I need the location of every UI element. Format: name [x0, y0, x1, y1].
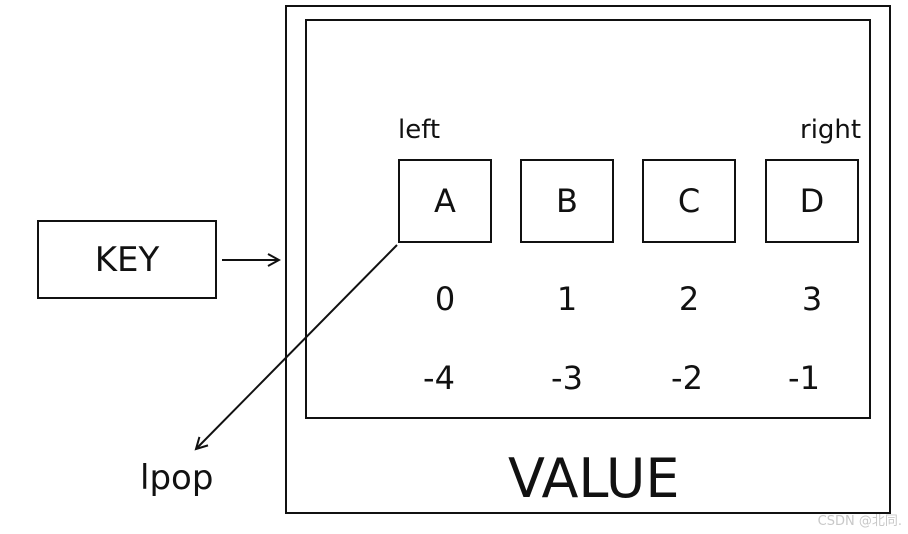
- node-label: B: [556, 182, 578, 220]
- index-positive-a: 0: [434, 280, 456, 318]
- index-positive-c: 2: [678, 280, 700, 318]
- list-node-d: D: [765, 159, 859, 243]
- list-node-c: C: [642, 159, 736, 243]
- index-negative-c: -2: [671, 359, 703, 397]
- lpop-label: lpop: [140, 458, 214, 498]
- node-label: A: [434, 182, 456, 220]
- value-container: [285, 5, 891, 514]
- index-negative-d: -1: [788, 359, 820, 397]
- right-end-label: right: [800, 115, 862, 145]
- lpop-arrow: [196, 244, 398, 449]
- key-label: KEY: [94, 239, 160, 280]
- node-label: C: [677, 182, 701, 220]
- left-end-label: left: [398, 115, 441, 145]
- index-negative-a: -4: [423, 359, 455, 397]
- key-box: KEY: [37, 220, 217, 299]
- node-label: D: [799, 182, 825, 220]
- index-negative-b: -3: [551, 359, 583, 397]
- list-node-a: A: [398, 159, 492, 243]
- index-positive-b: 1: [556, 280, 578, 318]
- watermark: CSDN @北同.: [817, 514, 902, 529]
- list-node-b: B: [520, 159, 614, 243]
- list-container: [305, 19, 871, 419]
- index-positive-d: 3: [801, 280, 823, 318]
- value-label: VALUE: [508, 447, 680, 510]
